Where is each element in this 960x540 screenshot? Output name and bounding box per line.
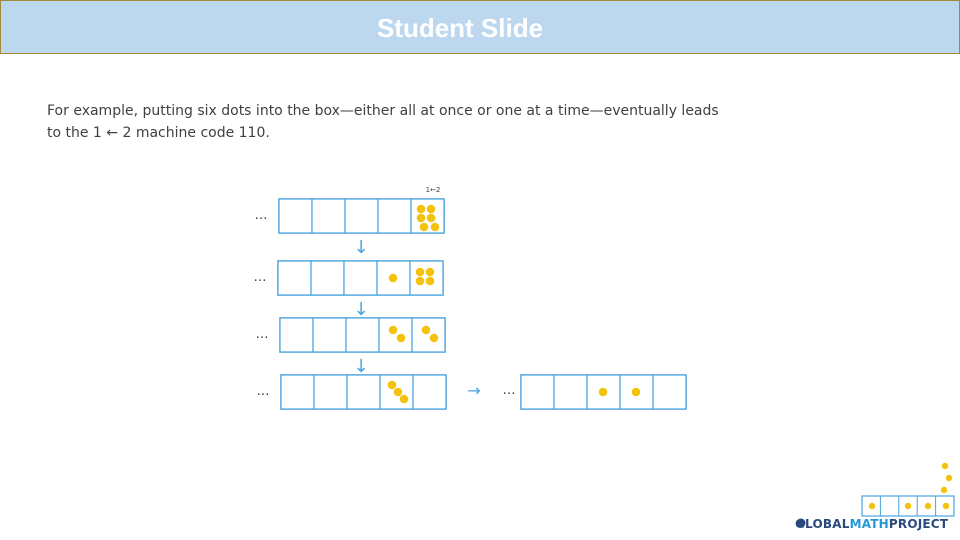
machine-row-3-box <box>411 317 446 353</box>
logo-globe-icon <box>796 518 806 528</box>
ellipsis-text: … <box>503 383 516 398</box>
title-bar: Student Slide <box>0 0 960 54</box>
logo-dot <box>945 474 953 482</box>
logo-global: GLOBAL <box>795 517 850 531</box>
result-row-box <box>652 374 687 410</box>
dot <box>393 387 403 397</box>
slide-body-text: For example, putting six dots into the b… <box>47 100 807 144</box>
dot <box>631 387 641 397</box>
machine-row-3-box <box>345 317 380 353</box>
machine-row-2-box <box>409 260 444 296</box>
dot <box>416 204 426 214</box>
machine-row-1-box <box>377 198 412 234</box>
body-line-2: to the 1 ← 2 machine code 110. <box>47 125 270 141</box>
logo-dot <box>868 502 876 510</box>
result-row-box <box>586 374 621 410</box>
logo-box-row <box>861 495 955 517</box>
dot <box>388 273 398 283</box>
machine-row-4-box <box>412 374 447 410</box>
result-row-box <box>553 374 588 410</box>
logo-project: PROJECT <box>888 517 949 531</box>
dot <box>387 380 397 390</box>
dot <box>416 213 426 223</box>
machine-row-2-box <box>343 260 378 296</box>
machine-row-4-box <box>313 374 348 410</box>
machine-row-4-box <box>280 374 315 410</box>
machine-row-2-box <box>376 260 411 296</box>
machine-row-1-box <box>311 198 346 234</box>
logo-dot <box>942 502 950 510</box>
dot <box>388 325 398 335</box>
dot <box>429 333 439 343</box>
ellipsis-text: … <box>257 384 270 399</box>
dot <box>415 267 425 277</box>
dot <box>425 267 435 277</box>
machine-row-3-box <box>312 317 347 353</box>
ellipsis-text: … <box>256 327 269 342</box>
dot <box>598 387 608 397</box>
result-arrow: → <box>467 381 480 400</box>
dot <box>426 204 436 214</box>
down-arrow: ↓ <box>353 237 368 258</box>
down-arrow: ↓ <box>353 356 368 377</box>
machine-row-3-box <box>378 317 413 353</box>
global-math-project-logo: GLOBALMATHPROJECT <box>795 517 948 531</box>
dot <box>425 276 435 286</box>
machine-row-1-box <box>278 198 313 234</box>
logo-dot <box>940 486 948 494</box>
dot <box>426 213 436 223</box>
down-arrow: ↓ <box>353 299 368 320</box>
machine-row-2-box <box>310 260 345 296</box>
logo-math: MATH <box>849 517 889 531</box>
slide-title: Student Slide <box>376 13 544 43</box>
logo-dot <box>904 502 912 510</box>
ellipsis-text: … <box>255 208 268 223</box>
logo-dot <box>941 462 949 470</box>
dot <box>430 222 440 232</box>
dot <box>421 325 431 335</box>
machine-row-2-box <box>277 260 312 296</box>
machine-row-1-box <box>344 198 379 234</box>
dot <box>419 222 429 232</box>
ellipsis-text: … <box>254 270 267 285</box>
result-row-box <box>520 374 555 410</box>
dot <box>399 394 409 404</box>
machine-label: 1←2 <box>426 186 441 194</box>
body-line-1: For example, putting six dots into the b… <box>47 103 719 119</box>
dot <box>396 333 406 343</box>
machine-row-3-box <box>279 317 314 353</box>
dot <box>415 276 425 286</box>
machine-row-4-box <box>346 374 381 410</box>
logo-dot <box>924 502 932 510</box>
